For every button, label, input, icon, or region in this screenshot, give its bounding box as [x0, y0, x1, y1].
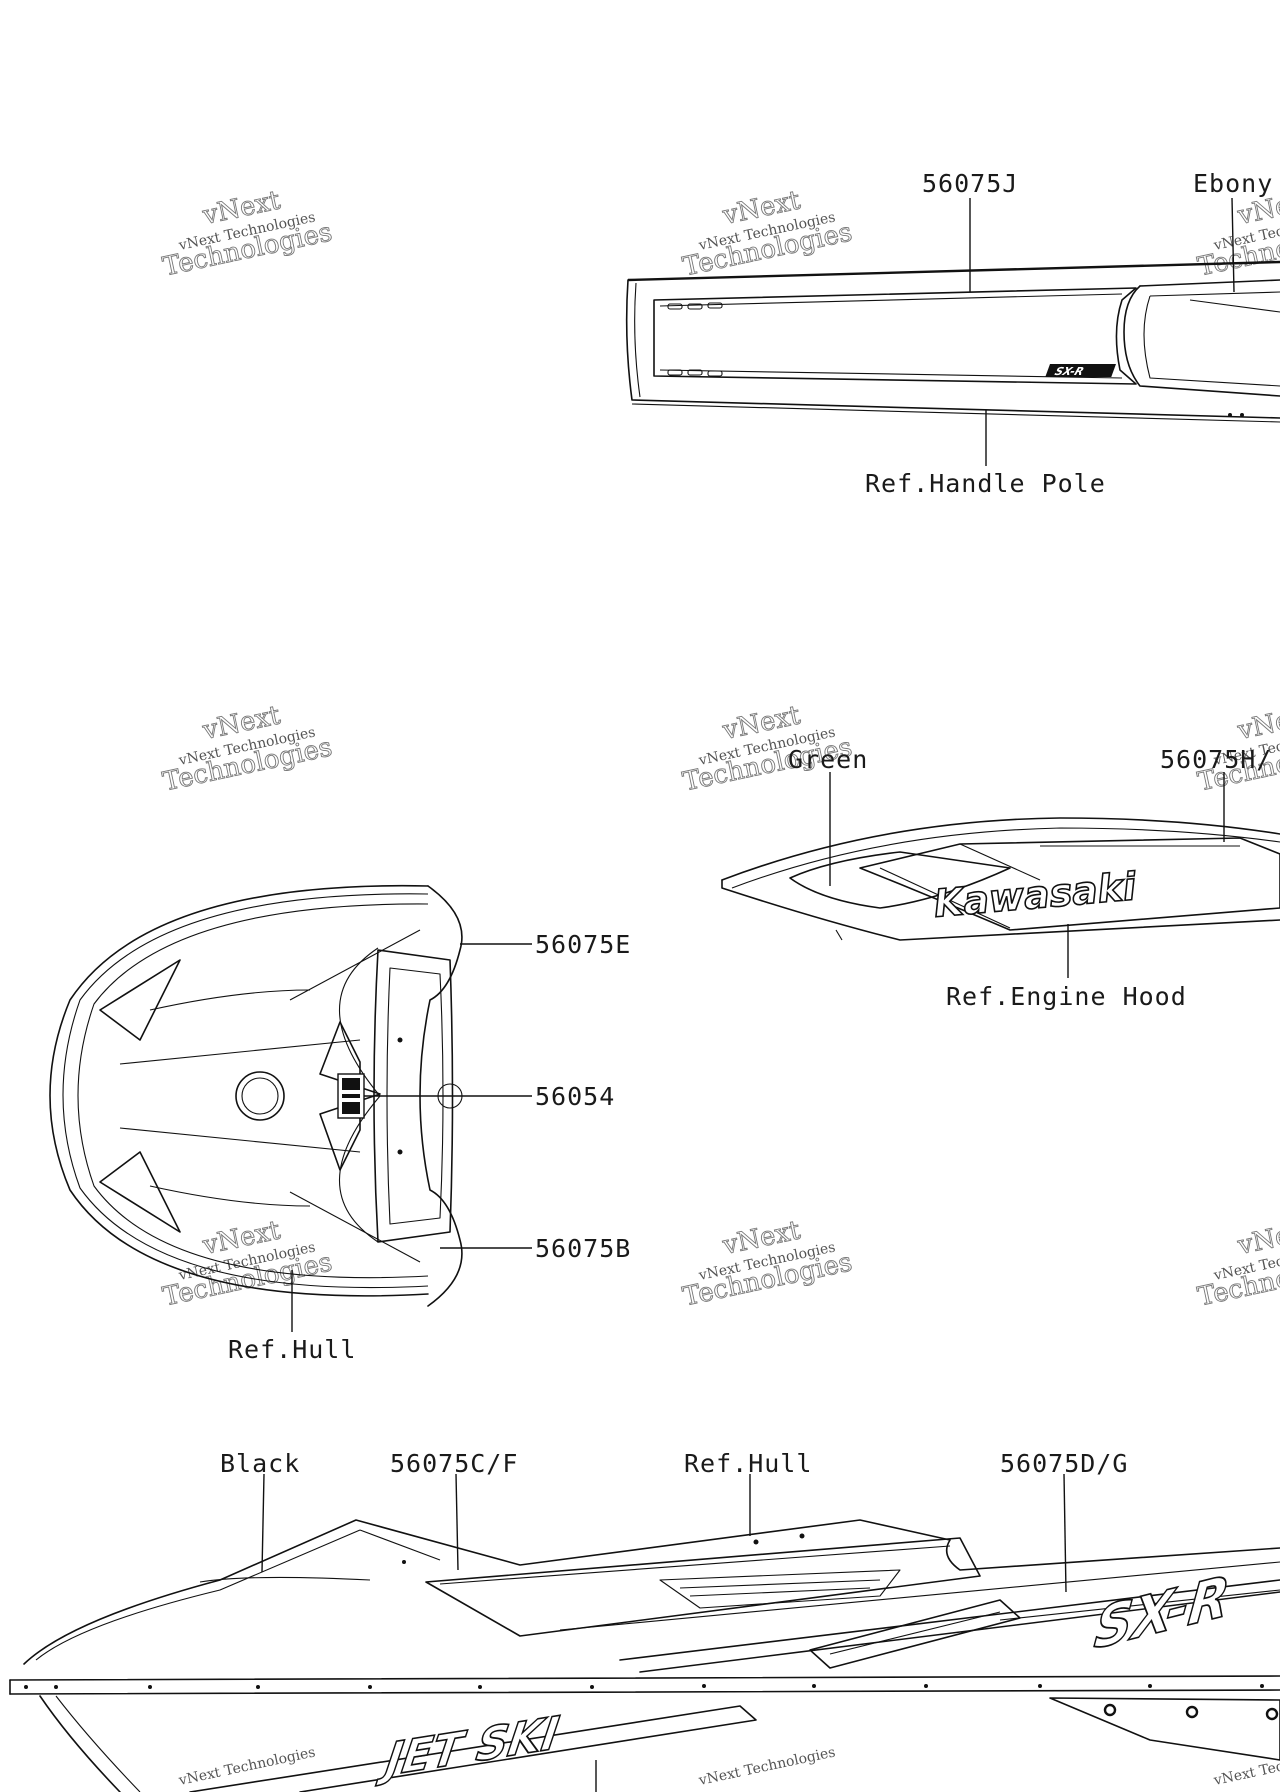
56054-label-plate	[337, 1073, 365, 1119]
callout-56075j: 56075J	[922, 169, 1018, 198]
hull-side-view-drawing: SX-R JET SKI	[9, 1519, 1280, 1792]
callout-ebony: Ebony	[1193, 169, 1273, 198]
handle-pole-drawing: SX-R	[625, 260, 1280, 423]
engine-hood-drawing: Kawasaki	[721, 817, 1280, 941]
watermark: vNext vNext Technologies Technologies	[1195, 1215, 1280, 1313]
callout-56075dg: 56075D/G	[1000, 1449, 1128, 1478]
watermark: vNext vNext Technologies Technologies	[160, 700, 335, 798]
svg-text:vNext Technologies: vNext Technologies	[697, 1744, 837, 1789]
callout-56054: 56054	[535, 1082, 615, 1111]
kawasaki-logo: Kawasaki	[931, 863, 1139, 926]
callout-black: Black	[220, 1449, 300, 1478]
watermark: vNext vNext Technologies Technologies	[160, 185, 335, 283]
callout-ref-handle-pole: Ref.Handle Pole	[865, 469, 1106, 498]
watermark: vNext vNext Technologies Technologies	[680, 185, 855, 283]
callout-56075e: 56075E	[535, 930, 631, 959]
leader-56075cf	[455, 1473, 459, 1571]
svg-text:SX-R: SX-R	[1053, 364, 1086, 378]
callout-green: Green	[788, 745, 868, 774]
leader-56075dg	[1063, 1473, 1067, 1593]
leader-black	[261, 1473, 265, 1573]
callout-ref-engine-hood: Ref.Engine Hood	[946, 982, 1187, 1011]
leader-ebony	[1231, 197, 1235, 293]
callout-ref-hull-side: Ref.Hull	[684, 1449, 812, 1478]
callout-56075h: 56075H/	[1160, 745, 1272, 774]
hull-rivet-dots	[24, 1684, 1264, 1689]
svg-text:Kawasaki: Kawasaki	[932, 864, 1138, 926]
watermark: vNext Technologies	[697, 1744, 837, 1789]
callout-56075cf: 56075C/F	[390, 1449, 518, 1478]
callout-56075b: 56075B	[535, 1234, 631, 1263]
watermark: vNext vNext Technologies Technologies	[680, 1215, 855, 1313]
sxr-small-badge: SX-R	[1045, 364, 1116, 378]
pole-marker-dashes	[667, 302, 723, 377]
jetski-logo: JET SKI	[374, 1705, 564, 1789]
callout-ref-hull-top: Ref.Hull	[228, 1335, 356, 1364]
svg-text:JET SKI: JET SKI	[375, 1706, 563, 1788]
